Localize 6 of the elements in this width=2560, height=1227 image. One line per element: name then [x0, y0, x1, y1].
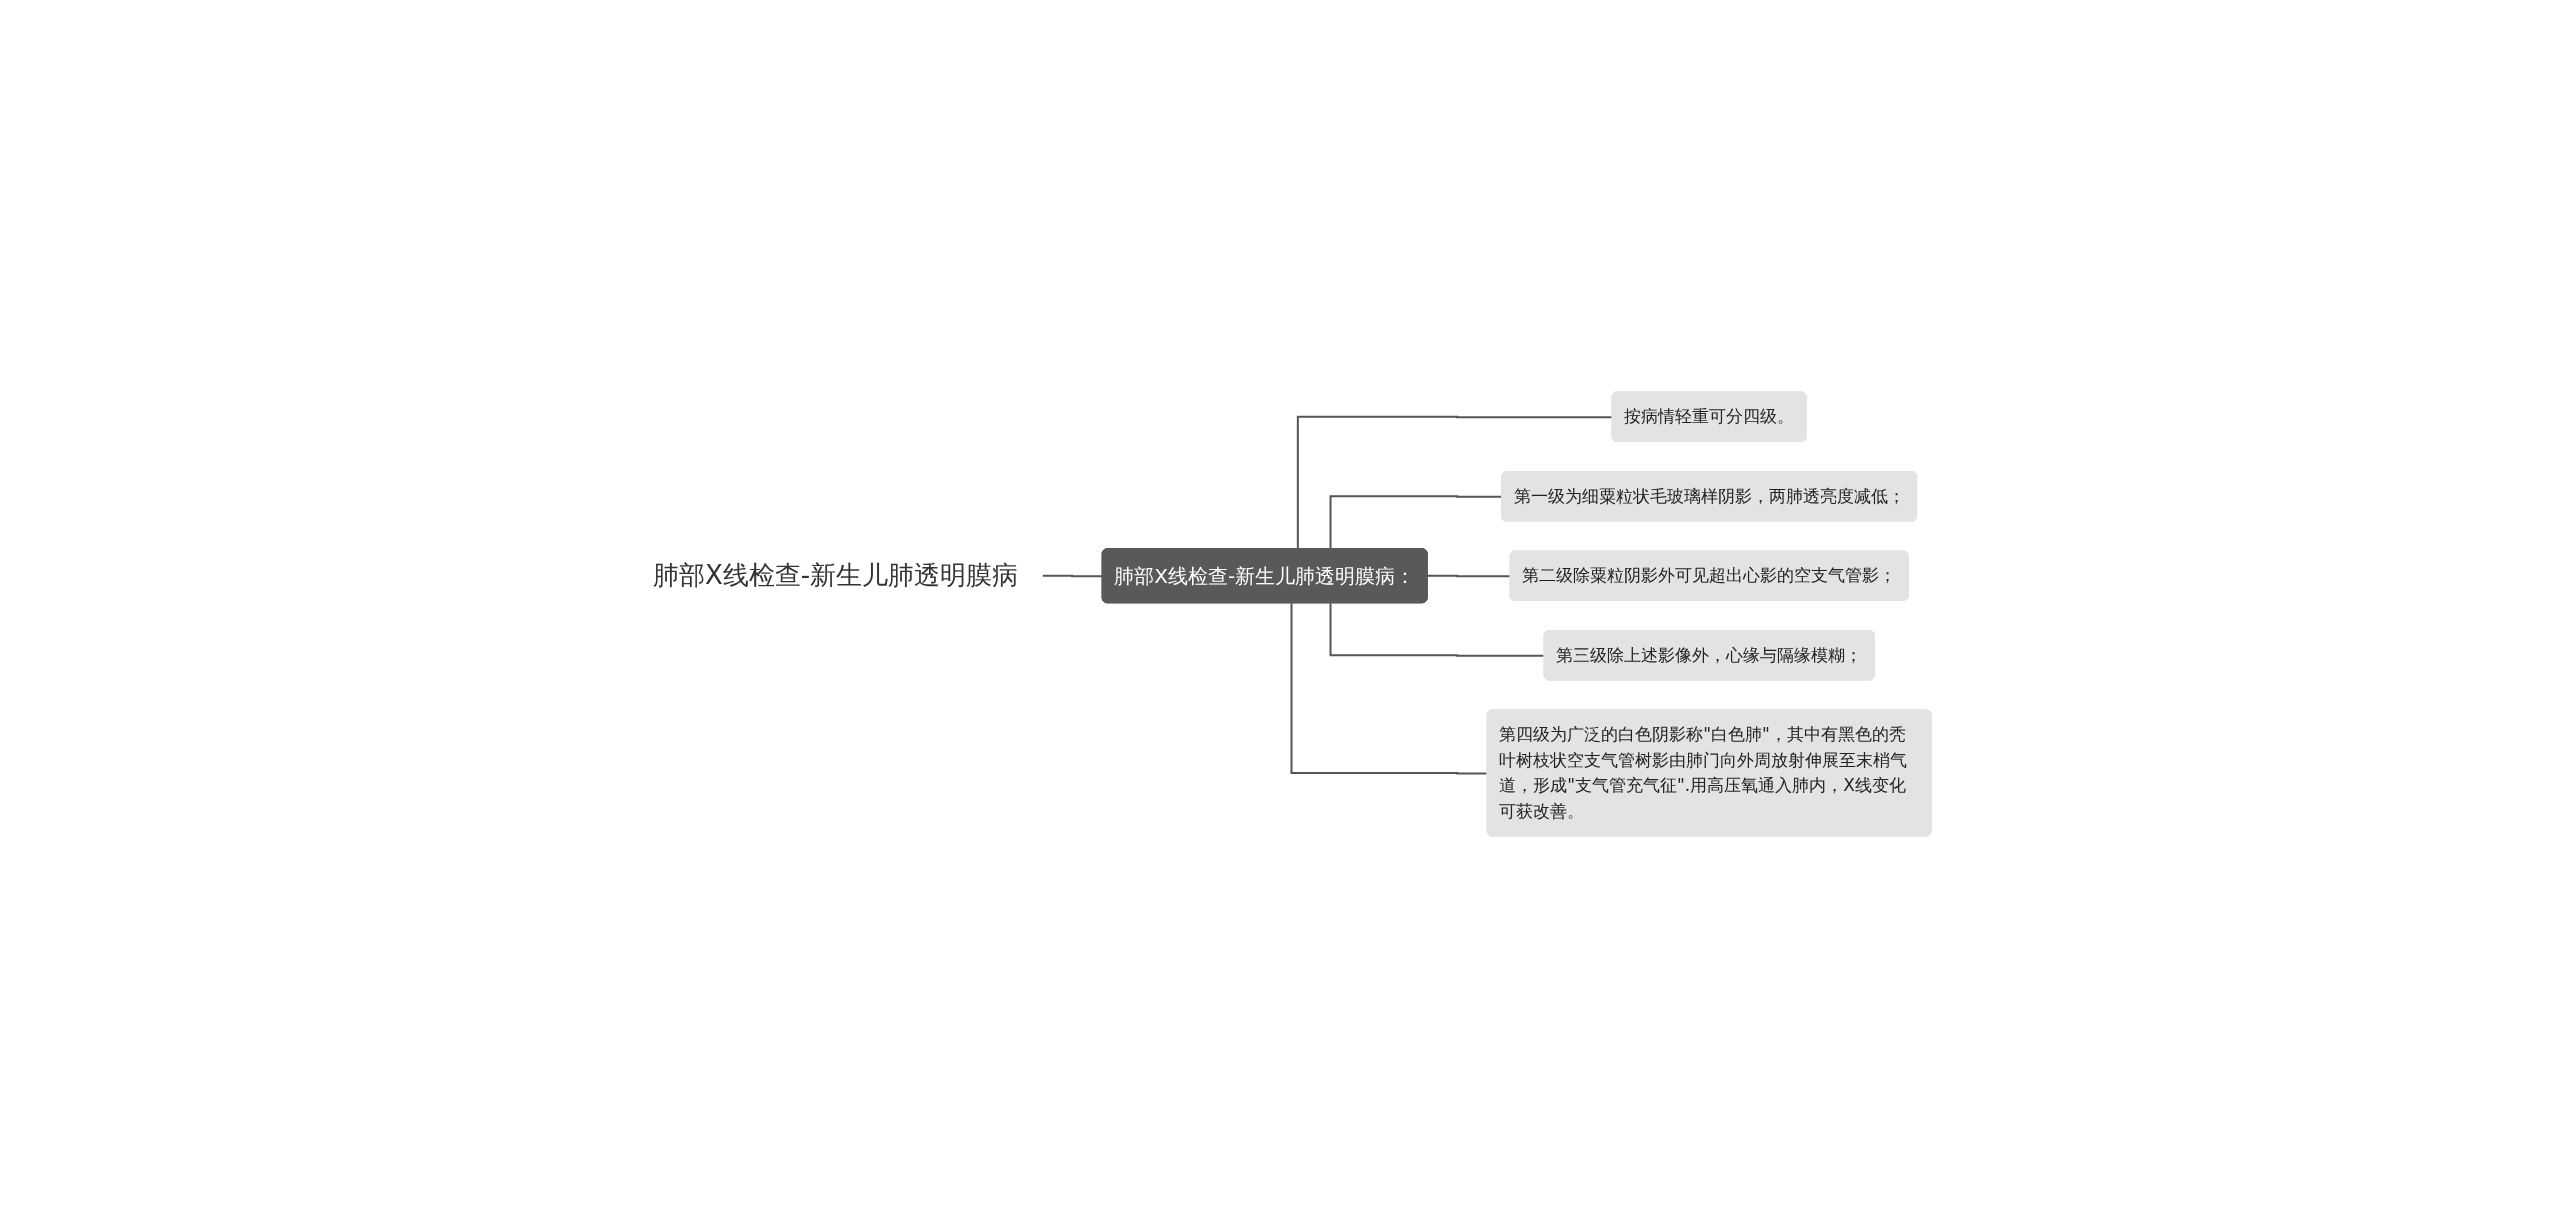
connector	[1041, 574, 1104, 577]
connector	[1296, 415, 1614, 550]
connector	[1329, 601, 1546, 657]
connector	[1426, 574, 1512, 577]
connector	[1290, 601, 1489, 774]
node-text: 肺部X线检查-新生儿肺透明膜病	[652, 559, 1019, 590]
